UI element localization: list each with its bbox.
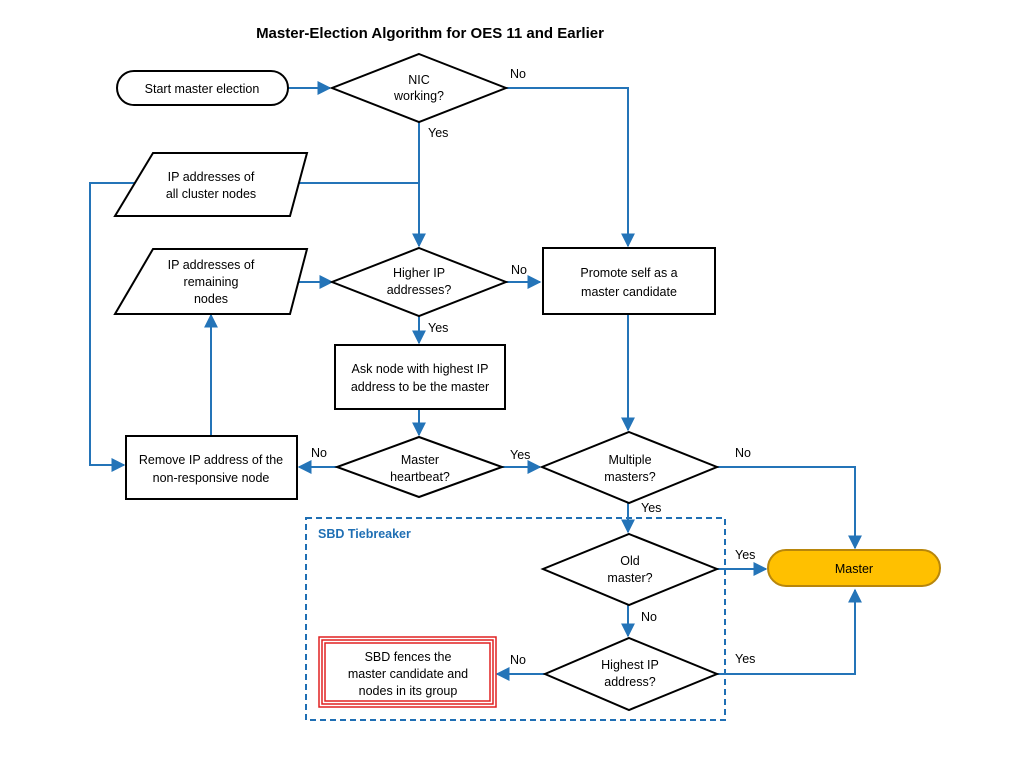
label-nic-no: No: [510, 67, 526, 81]
node-ip-remaining: IP addresses of remaining nodes: [113, 248, 309, 315]
svg-text:Ask node with highest IP: Ask node with highest IP: [352, 362, 489, 376]
node-start: Start master election: [116, 70, 289, 106]
svg-text:Higher IP: Higher IP: [393, 266, 445, 280]
edge-multiple-master: [717, 466, 862, 550]
svg-text:nodes: nodes: [194, 292, 228, 306]
svg-text:all cluster nodes: all cluster nodes: [166, 187, 256, 201]
svg-text:nodes in its group: nodes in its group: [359, 684, 458, 698]
label-highest-no: No: [510, 653, 526, 667]
label-higher-no: No: [511, 263, 527, 277]
edge-ipall-remove: [89, 182, 135, 472]
node-nic-working: NIC working?: [329, 52, 509, 124]
svg-text:working?: working?: [393, 89, 444, 103]
svg-text:Multiple: Multiple: [608, 453, 651, 467]
svg-text:masters?: masters?: [604, 470, 655, 484]
svg-text:Remove IP address of the: Remove IP address of the: [139, 453, 283, 467]
sbd-tiebreaker-group: SBD Tiebreaker: [305, 517, 726, 721]
svg-text:heartbeat?: heartbeat?: [390, 470, 450, 484]
svg-text:Start master election: Start master election: [145, 82, 260, 96]
svg-text:address?: address?: [604, 675, 655, 689]
node-ask-highest: Ask node with highest IP address to be t…: [334, 344, 506, 410]
label-nic-yes: Yes: [428, 126, 448, 140]
label-heartbeat-no: No: [311, 446, 327, 460]
edge-highest-master: [717, 588, 862, 675]
node-old-master: Old master?: [540, 532, 720, 607]
label-old-yes: Yes: [735, 548, 755, 562]
svg-text:Highest IP: Highest IP: [601, 658, 659, 672]
node-ip-all: IP addresses of all cluster nodes: [113, 152, 309, 217]
label-heartbeat-yes: Yes: [510, 448, 530, 462]
svg-text:SBD fences the: SBD fences the: [365, 650, 452, 664]
node-master-heartbeat: Master heartbeat?: [334, 435, 505, 499]
node-higher-ip: Higher IP addresses?: [329, 246, 509, 318]
diagram-title: Master-Election Algorithm for OES 11 and…: [256, 25, 604, 42]
svg-text:IP addresses of: IP addresses of: [168, 170, 255, 184]
node-promote: Promote self as a master candidate: [542, 247, 716, 315]
svg-text:remaining: remaining: [184, 275, 239, 289]
edge-labels: No Yes No Yes No Yes No Yes Yes No No Ye…: [311, 67, 755, 667]
svg-text:non-responsive node: non-responsive node: [153, 471, 270, 485]
svg-text:master?: master?: [607, 571, 652, 585]
label-multiple-no: No: [735, 446, 751, 460]
svg-text:IP addresses of: IP addresses of: [168, 258, 255, 272]
node-master: Master: [767, 549, 941, 587]
svg-text:master candidate and: master candidate and: [348, 667, 468, 681]
svg-text:Master: Master: [401, 453, 439, 467]
node-highest-ip: Highest IP address?: [542, 636, 720, 712]
svg-text:master candidate: master candidate: [581, 285, 677, 299]
label-old-no: No: [641, 610, 657, 624]
node-sbd-fence: SBD fences the master candidate and node…: [318, 636, 497, 708]
label-highest-yes: Yes: [735, 652, 755, 666]
sbd-tiebreaker-label: SBD Tiebreaker: [318, 527, 411, 541]
node-multiple-masters: Multiple masters?: [539, 430, 720, 505]
label-multiple-yes: Yes: [641, 501, 661, 515]
svg-text:Master: Master: [835, 562, 873, 576]
svg-text:Old: Old: [620, 554, 640, 568]
svg-text:Promote self as a: Promote self as a: [580, 266, 677, 280]
svg-text:addresses?: addresses?: [387, 283, 452, 297]
svg-text:NIC: NIC: [408, 73, 430, 87]
node-remove-ip: Remove IP address of the non-responsive …: [125, 435, 298, 500]
edge-nic-promote: [506, 87, 635, 248]
svg-text:address to be the master: address to be the master: [351, 380, 489, 394]
edges: [89, 81, 862, 681]
label-higher-yes: Yes: [428, 321, 448, 335]
